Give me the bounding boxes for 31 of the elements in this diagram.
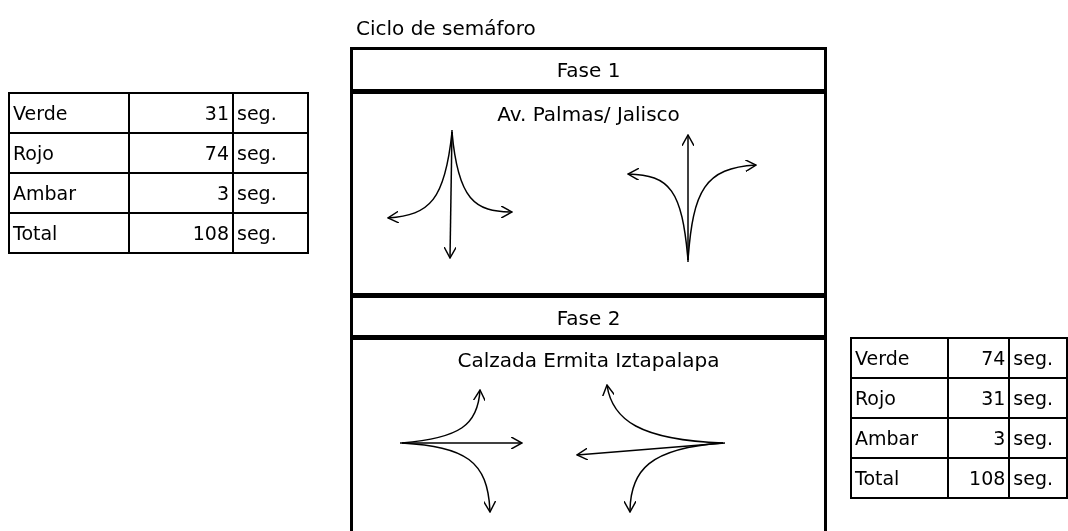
table-cell: Verde <box>9 93 129 133</box>
table-cell: seg. <box>233 213 308 253</box>
table-cell: 74 <box>129 133 233 173</box>
table-cell: 3 <box>948 418 1010 458</box>
table-cell: 31 <box>129 93 233 133</box>
table-cell: 74 <box>948 338 1010 378</box>
phase-title: Fase 2 <box>556 306 621 330</box>
phase-header <box>350 295 827 338</box>
table-cell: seg. <box>1009 458 1067 498</box>
street-name: Av. Palmas/ Jalisco <box>497 102 680 126</box>
table-cell: Ambar <box>9 173 129 213</box>
table-cell: Total <box>9 213 129 253</box>
table-cell: Total <box>851 458 948 498</box>
table-cell: seg. <box>233 133 308 173</box>
table-cell: Rojo <box>851 378 948 418</box>
table-cell: seg. <box>1009 418 1067 458</box>
table-cell: Rojo <box>9 133 129 173</box>
table-cell: seg. <box>1009 378 1067 418</box>
phase-panel <box>350 91 827 296</box>
table-cell: 31 <box>948 378 1010 418</box>
table-cell: seg. <box>233 173 308 213</box>
table-cell: seg. <box>1009 338 1067 378</box>
table-cell: 108 <box>948 458 1010 498</box>
table-cell: Ambar <box>851 418 948 458</box>
street-name: Calzada Ermita Iztapalapa <box>457 348 720 372</box>
table-cell: 108 <box>129 213 233 253</box>
table-cell: seg. <box>233 93 308 133</box>
diagram-title: Ciclo de semáforo <box>356 16 536 40</box>
table-cell: 3 <box>129 173 233 213</box>
table-cell: Verde <box>851 338 948 378</box>
phase-title: Fase 1 <box>556 58 621 82</box>
